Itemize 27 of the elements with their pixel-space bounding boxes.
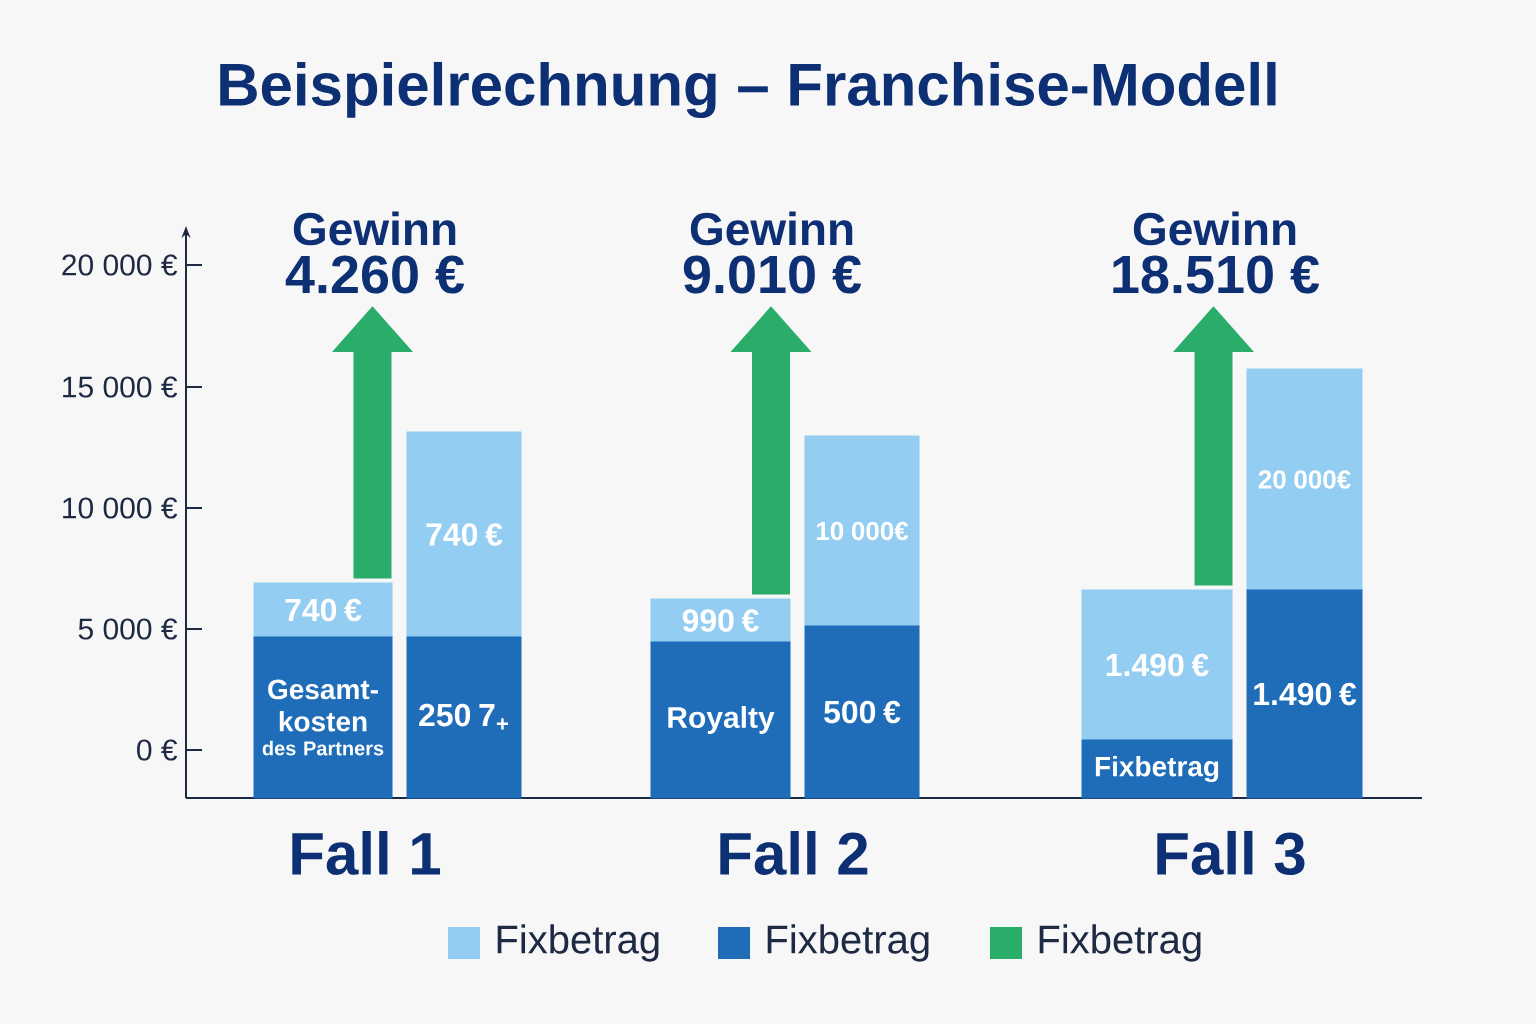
bar-segment: 10 000€: [804, 435, 920, 627]
legend-label: Fixbetrag: [1039, 924, 1201, 962]
tick-label: 0 €: [137, 739, 178, 761]
bar-segment: 250 7$_{+}$: [406, 636, 522, 799]
profit-label: Gewinn 9.010 €: [683, 211, 862, 294]
case-label: Fall 2: [720, 831, 868, 876]
title: Beispielrechnung – Franchise-Modell: [220, 61, 1276, 119]
bar-segment: 990 €: [650, 598, 791, 643]
case-label: Fall 1: [292, 831, 440, 876]
bar-segment: Royalty: [650, 641, 791, 799]
legend-label: Fixbetrag: [767, 924, 929, 962]
bar-segment: 740 €: [253, 582, 393, 638]
tick-label: 5 000 €: [78, 618, 178, 640]
bar-segment: 1.490 €: [1081, 589, 1233, 741]
tick-label: 15 000 €: [63, 376, 178, 398]
bar-segment: 500 €: [804, 625, 920, 799]
bar-segment: Fixbetrag: [1081, 739, 1233, 799]
bar-segment: 20 000€: [1246, 368, 1363, 591]
tick-label: 20 000 €: [62, 254, 178, 276]
bar-segment: Gesamt- kosten des Partners: [253, 636, 393, 799]
legend-label: Fixbetrag: [497, 924, 659, 962]
case-label: Fall 3: [1157, 830, 1305, 876]
bar-segment: 740 €: [406, 431, 522, 638]
profit-label: Gewinn 18.510 €: [1113, 211, 1320, 294]
bar-segment: 1.490 €: [1246, 589, 1363, 799]
tick-label: 10 000 €: [63, 497, 178, 519]
profit-label: Gewinn 4.260 €: [285, 211, 465, 294]
